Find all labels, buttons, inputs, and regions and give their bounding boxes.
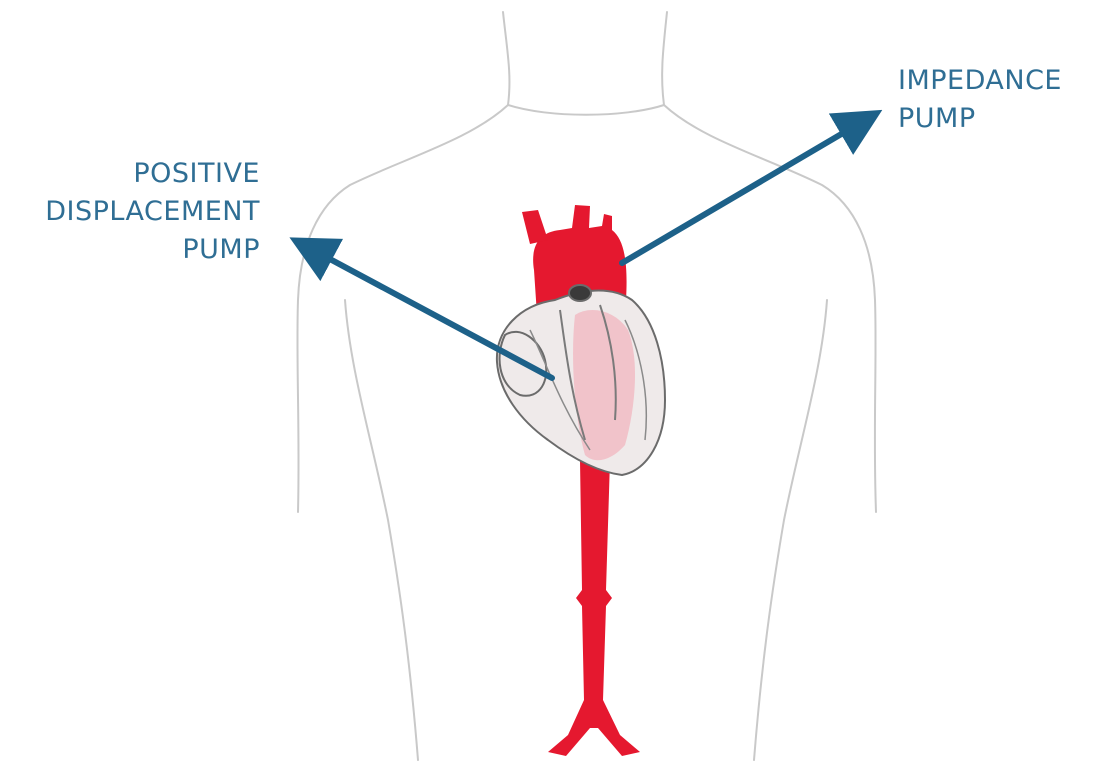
left-torso-line	[345, 300, 418, 760]
label-line: IMPEDANCE	[898, 62, 1062, 100]
impedance-arrow	[622, 116, 872, 263]
positive-displacement-arrow	[300, 243, 552, 378]
label-line: PUMP	[898, 100, 1062, 138]
neck-right-line	[662, 12, 667, 105]
aortic-opening	[569, 285, 591, 301]
positive-displacement-pump-label: POSITIVE DISPLACEMENT PUMP	[45, 155, 260, 269]
label-line: POSITIVE	[45, 155, 260, 193]
left-shoulder-arm	[297, 105, 508, 512]
impedance-pump-label: IMPEDANCE PUMP	[898, 62, 1062, 138]
neck-left-line	[503, 12, 509, 105]
right-torso-line	[754, 300, 827, 760]
brachiocephalic-branch	[522, 210, 548, 244]
descending-aorta	[548, 460, 640, 756]
neck-base-curve	[508, 105, 664, 115]
right-shoulder-arm	[664, 105, 876, 512]
label-line: DISPLACEMENT	[45, 193, 260, 231]
label-line: PUMP	[45, 231, 260, 269]
heart-icon	[497, 285, 665, 475]
